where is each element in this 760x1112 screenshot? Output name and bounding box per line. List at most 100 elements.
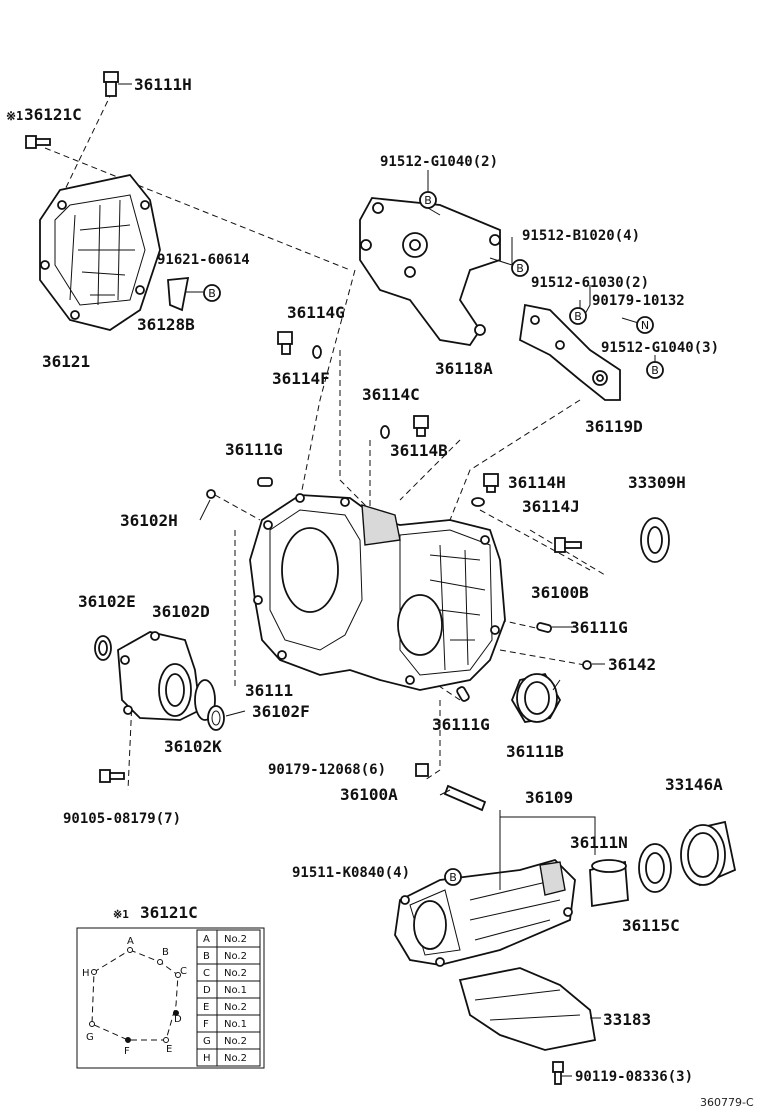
label-36109: 36109 — [525, 788, 573, 807]
svg-text:B: B — [424, 194, 432, 207]
leader-lines — [118, 83, 656, 1077]
label-90179-10132: 90179-10132 — [592, 293, 685, 309]
label-90179-12068-6: 90179-12068(6) — [268, 762, 386, 778]
sleeve-36111N — [589, 859, 629, 908]
inset-points — [89, 947, 181, 1043]
label-91512-B1020-4: 91512-B1020(4) — [522, 228, 640, 244]
inset-table-value: No.1 — [224, 985, 247, 996]
label-36118A: 36118A — [435, 359, 493, 378]
label-91512-G1040-2: 91512-G1040(2) — [380, 154, 498, 170]
svg-text:B: B — [516, 262, 524, 275]
svg-text:B: B — [651, 364, 659, 377]
label-36100B: 36100B — [531, 583, 589, 602]
label-36102E: 36102E — [78, 592, 136, 611]
label-36114F: 36114F — [272, 369, 330, 388]
inset-point-letters: A B C D E F G H — [82, 936, 187, 1057]
inset-mark: ※1 — [113, 908, 129, 921]
inset-table-letter: H — [203, 1053, 211, 1064]
label-36128B: 36128B — [137, 315, 195, 334]
label-36115C: 36115C — [622, 916, 680, 935]
seal-33309H — [640, 517, 670, 563]
svg-text:H: H — [82, 968, 90, 979]
svg-text:B: B — [162, 947, 169, 958]
circled-b-marker: B — [444, 868, 462, 886]
label-36114G: 36114G — [287, 303, 345, 322]
seal-36115C — [638, 843, 672, 893]
svg-text:D: D — [174, 1014, 182, 1025]
label-91511-K0840-4: 91511-K0840(4) — [292, 865, 410, 881]
bracket-36119D — [519, 303, 621, 401]
svg-text:E: E — [166, 1044, 172, 1055]
inset-title: 36121C — [140, 903, 198, 922]
label-36111H: 36111H — [134, 75, 192, 94]
inset-table-letter: C — [203, 968, 210, 979]
circled-markers: B B B B N B B — [203, 191, 664, 886]
svg-text:N: N — [641, 319, 649, 332]
inset-table-value: No.2 — [224, 1002, 247, 1013]
circled-b-marker: B — [511, 259, 529, 277]
label-36114H: 36114H — [508, 473, 566, 492]
label-33146A: 33146A — [665, 775, 723, 794]
label-36111N: 36111N — [570, 833, 628, 852]
label-36142: 36142 — [608, 655, 656, 674]
circled-b-marker: B — [646, 361, 664, 379]
bracket-36118A — [359, 197, 501, 346]
bolt-90105-08179 — [99, 769, 125, 783]
inset-table-value: No.2 — [224, 951, 247, 962]
label-36102H: 36102H — [120, 511, 178, 530]
protector-33183 — [458, 967, 597, 1051]
label-36111G-a: 36111G — [225, 440, 283, 459]
inset-table-value: No.1 — [224, 1019, 247, 1030]
label-91621-60614: 91621-60614 — [157, 252, 250, 268]
seal-36111B — [510, 672, 562, 723]
label-36121C: 36121C — [24, 105, 82, 124]
label-36119D: 36119D — [585, 417, 643, 436]
label-36121: 36121 — [42, 352, 90, 371]
svg-text:C: C — [180, 966, 187, 977]
inset-table-value: No.2 — [224, 968, 247, 979]
circled-b-marker: B — [569, 307, 587, 325]
circled-b-marker: B — [203, 284, 221, 302]
bolt-36121C — [25, 135, 51, 149]
inset-table-value: No.2 — [224, 1053, 247, 1064]
label-36121C-mark: ※1 — [6, 109, 23, 123]
plug-36111H — [103, 71, 119, 97]
label-36114J: 36114J — [522, 497, 580, 516]
stud-36100A — [415, 763, 487, 812]
svg-text:A: A — [127, 936, 134, 947]
label-36100A: 36100A — [340, 785, 398, 804]
svg-text:B: B — [449, 871, 457, 884]
transfer-case-36111 — [249, 493, 506, 691]
inset-table-value: No.2 — [224, 934, 247, 945]
inset-table-letter: B — [203, 951, 210, 962]
label-36102K: 36102K — [164, 737, 222, 756]
label-36102D: 36102D — [152, 602, 210, 621]
rear-housing-36109 — [394, 858, 576, 967]
circled-n-marker: N — [636, 316, 654, 334]
extension-housing-36102D — [94, 631, 225, 731]
label-33309H: 33309H — [628, 473, 686, 492]
inset-table-letter: F — [203, 1019, 209, 1030]
inset-table-letter: A — [203, 934, 210, 945]
svg-text:B: B — [574, 310, 582, 323]
label-36111G-b: 36111G — [570, 618, 628, 637]
transfer-cover-36121 — [39, 174, 161, 331]
svg-text:F: F — [124, 1046, 130, 1057]
label-36111G-c: 36111G — [432, 715, 490, 734]
dust-cover-33146A — [680, 820, 737, 887]
label-90105-08179-7: 90105-08179(7) — [63, 811, 181, 827]
label-36114C: 36114C — [362, 385, 420, 404]
reference-code: 360779-C — [700, 1096, 754, 1109]
inset-table-letter: D — [203, 985, 211, 996]
dashed-leaders — [44, 91, 606, 791]
small-fasteners — [206, 331, 592, 702]
label-36111: 36111 — [245, 681, 293, 700]
label-91512-61030-2: 91512-61030(2) — [531, 275, 649, 291]
circled-b-marker: B — [419, 191, 437, 209]
label-91512-G1040-3: 91512-G1040(3) — [601, 340, 719, 356]
svg-text:B: B — [208, 287, 216, 300]
label-36111B: 36111B — [506, 742, 564, 761]
